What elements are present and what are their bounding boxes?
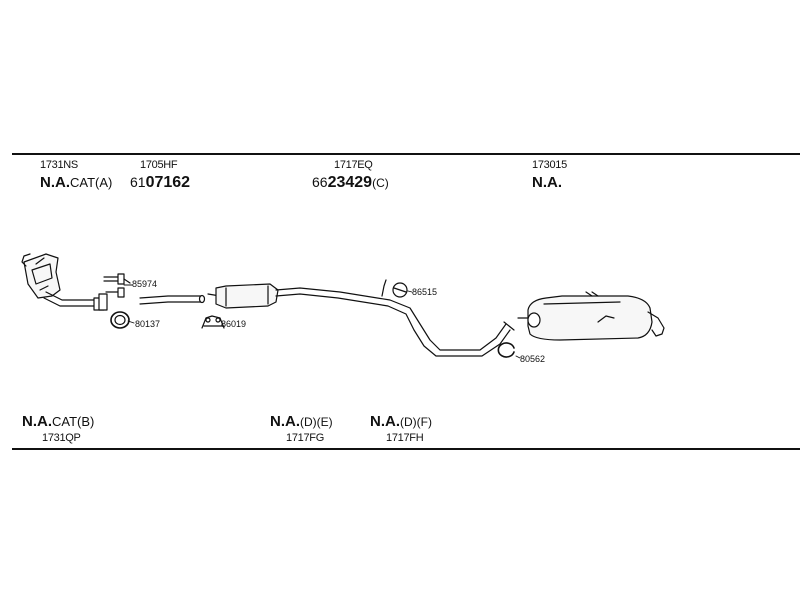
part-code: 1731QP xyxy=(42,432,81,444)
part-code: 1731NS xyxy=(40,159,78,171)
bottom-divider-line xyxy=(12,448,800,450)
catalytic-converter-drawing xyxy=(21,253,108,311)
part-code: 1717FH xyxy=(386,432,424,444)
middle-silencer-drawing xyxy=(207,279,515,357)
part-group-1717eq: 1717EQ 6623429(C) xyxy=(312,160,389,191)
top-divider-line xyxy=(12,153,800,155)
clamp-drawing xyxy=(201,315,225,329)
part-group-1731ns: 1731NS N.A.CAT(A) xyxy=(40,160,112,191)
clamp-ring-drawing xyxy=(497,342,515,358)
front-pipe-drawing xyxy=(139,294,206,305)
part-reference: N.A.(D)(F) xyxy=(370,413,432,430)
part-reference: N.A.CAT(B) xyxy=(22,413,95,430)
part-code: 1705HF xyxy=(140,159,178,171)
part-group-173015: 173015 N.A. xyxy=(532,160,567,191)
part-reference: 6107162 xyxy=(130,174,191,191)
label-gasket-front: 80137 xyxy=(135,319,161,329)
part-group-1731qp: N.A.CAT(B) 1731QP xyxy=(22,414,94,444)
part-reference: N.A.CAT(A) xyxy=(40,174,113,191)
part-reference: N.A.(D)(E) xyxy=(270,413,333,430)
part-group-1705hf: 1705HF 6107162 xyxy=(130,160,190,191)
part-group-1717fg: N.A.(D)(E) 1717FG xyxy=(270,414,333,444)
rear-silencer-drawing xyxy=(517,291,665,341)
label-clamp: 86019 xyxy=(221,319,247,329)
part-reference: N.A. xyxy=(532,174,562,191)
label-bolt-front: 85974 xyxy=(132,279,158,289)
part-code: 173015 xyxy=(532,159,567,171)
part-reference: 6623429(C) xyxy=(312,174,389,191)
part-group-1717fh: N.A.(D)(F) 1717FH xyxy=(370,414,432,444)
label-ring-rear: 80562 xyxy=(520,354,546,364)
bolt-drawing xyxy=(103,273,131,298)
part-code: 1717FG xyxy=(286,432,324,444)
gasket-drawing xyxy=(110,311,130,329)
part-code: 1717EQ xyxy=(334,159,373,171)
leader-lines xyxy=(123,284,521,359)
rubber-hanger-drawing xyxy=(392,282,408,298)
label-hanger-mid: 86515 xyxy=(412,287,438,297)
